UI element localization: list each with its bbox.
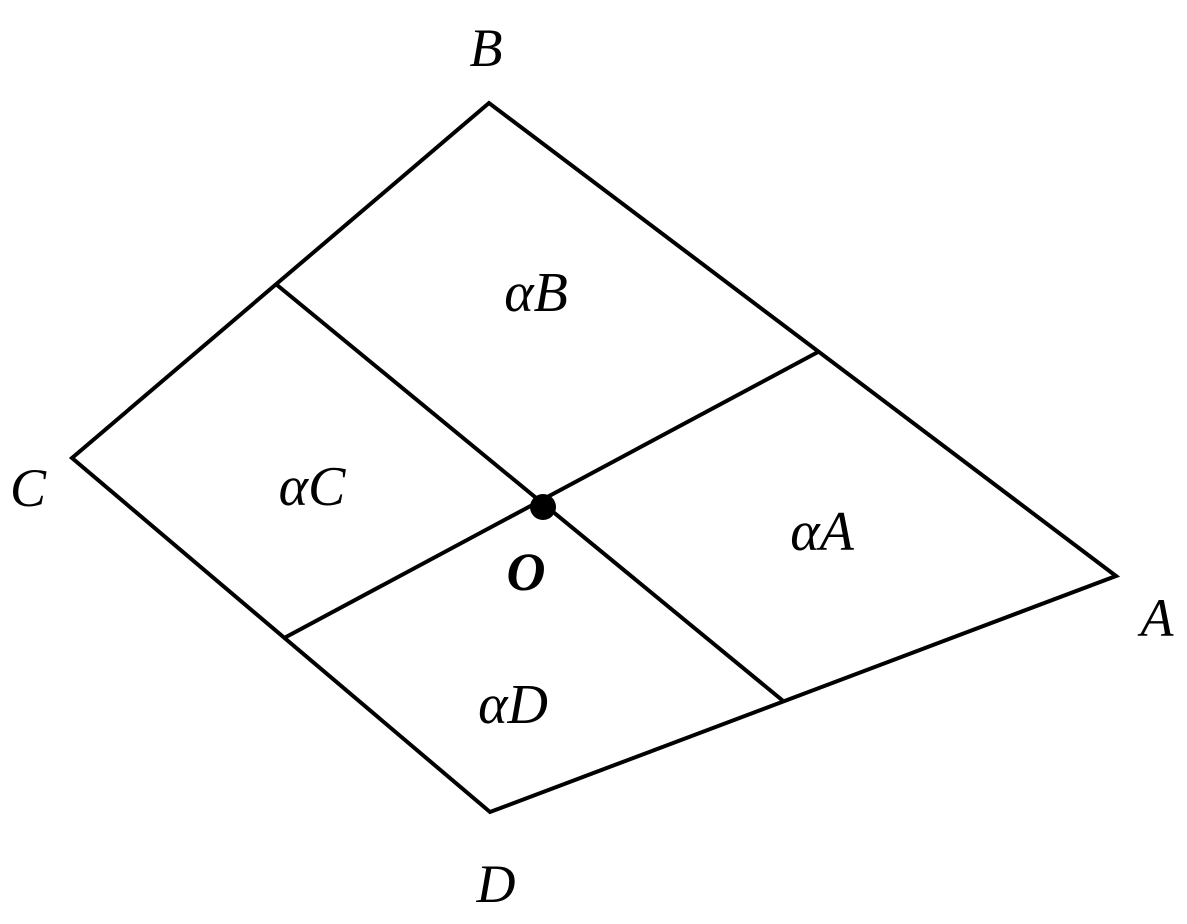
vertex-label-d: D [476,854,516,914]
region-label-alpha-b: αB [504,262,568,324]
quadrilateral-outline [68,100,1121,815]
divider-c-side-to-a-side [275,283,784,702]
center-point-o [530,494,556,520]
center-label-o: O [507,542,546,602]
vertex-label-b: B [470,18,503,78]
divider-b-side-to-d-side [284,350,820,639]
region-label-alpha-c: αC [279,456,346,518]
region-label-alpha-a: αA [790,501,854,563]
vertex-label-c: C [10,458,47,518]
vertex-label-a: A [1138,588,1175,648]
region-label-alpha-d: αD [478,674,548,736]
